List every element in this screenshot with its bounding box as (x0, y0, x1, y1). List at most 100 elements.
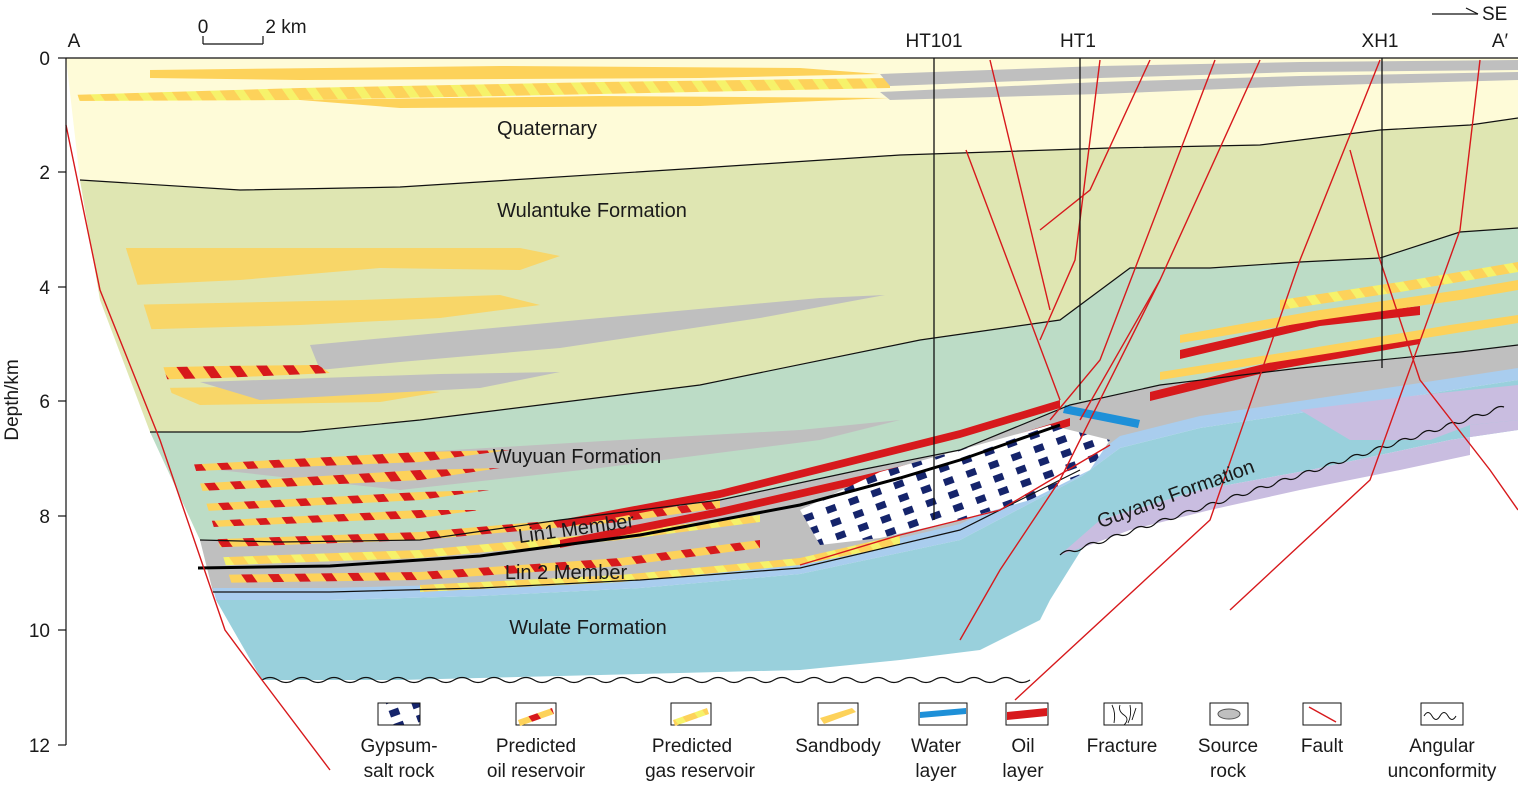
fault-line (959, 279, 1161, 641)
svg-text:Gypsum-: Gypsum- (360, 736, 437, 757)
direction-arrow-icon (1432, 7, 1479, 15)
predicted-oil-belt (188, 510, 480, 528)
profile-start-label: A (68, 31, 81, 52)
source-rock-icon (1217, 708, 1241, 720)
oil-layer-icon (1007, 708, 1047, 720)
fracture-icon (1111, 704, 1137, 726)
formation-label-wulantuke: Wulantuke Formation (497, 200, 687, 222)
sandbody (120, 295, 540, 330)
oil-layer (1150, 335, 1420, 401)
lin-base-band (213, 368, 1518, 600)
svg-text:Sandbody: Sandbody (795, 736, 881, 757)
quaternary-gas-band (70, 78, 890, 101)
sand-bodies (70, 60, 1518, 592)
oil-layer (560, 400, 1060, 528)
source-rock (310, 295, 885, 370)
faults (65, 59, 1518, 771)
gypsum-salt-icon (377, 702, 421, 726)
fault-line (1014, 59, 1381, 701)
scale-bar-icon (202, 36, 264, 45)
svg-text:layer: layer (915, 761, 957, 782)
fault-line (1039, 59, 1151, 231)
fault-line (1349, 149, 1518, 511)
predicted-oil-belt (182, 490, 490, 512)
formation-label-quaternary: Quaternary (497, 118, 597, 140)
fault-line (1039, 59, 1101, 341)
wells (933, 58, 1383, 520)
formation-label-wulate: Wulate Formation (509, 617, 666, 639)
predicted-gas-belt (1280, 262, 1518, 310)
profile-end-label: A′ (1492, 31, 1509, 52)
gypsum-salt-body (800, 425, 1110, 545)
lin-member-unit (200, 345, 1518, 592)
predicted-gas-belt (200, 515, 760, 566)
svg-text:layer: layer (1002, 761, 1044, 782)
predicted-oil-belt (176, 468, 500, 492)
svg-text:Source: Source (1198, 736, 1258, 757)
depth-tick-label: 0 (39, 49, 50, 70)
scale-length-label: 2 km (265, 17, 306, 38)
sandbody (1160, 315, 1518, 380)
quaternary-grey-band (880, 60, 1518, 86)
depth-axis-title: Depth/km (2, 359, 23, 440)
guyang-unit-right (1300, 385, 1518, 440)
svg-text:salt rock: salt rock (364, 761, 435, 782)
lin-member-boundary (197, 423, 1061, 570)
sandbody-icon (820, 708, 856, 724)
fault-icon (1308, 706, 1337, 723)
fault-line (1229, 59, 1481, 611)
quaternary-sand-lens (300, 96, 890, 108)
predicted-oil-belt (128, 365, 330, 380)
depth-tick-label: 2 (39, 163, 50, 184)
fault-line (965, 149, 1061, 401)
oil-layer (1180, 306, 1420, 359)
svg-text:unconformity: unconformity (1388, 761, 1497, 782)
quaternary-sand-lens (150, 66, 880, 80)
predicted-oil-belt (195, 500, 720, 548)
fault-line (989, 59, 1051, 311)
svg-text:Fracture: Fracture (1087, 736, 1158, 757)
angular-unconformity-line (261, 676, 1031, 684)
water-layer-icon (920, 708, 966, 718)
svg-text:gas reservoir: gas reservoir (645, 761, 755, 782)
svg-text:Oil: Oil (1011, 736, 1034, 757)
unconformity-icon (1423, 712, 1457, 720)
svg-text:rock: rock (1210, 761, 1246, 782)
depth-tick-label: 10 (29, 621, 50, 642)
svg-text:oil reservoir: oil reservoir (487, 761, 586, 782)
source-rock (200, 420, 900, 490)
formation-label-wuyuan: Wuyuan Formation (493, 446, 662, 468)
depth-tick-label: 12 (29, 736, 50, 757)
formation-boundaries (79, 117, 1518, 593)
depth-tick-label: 8 (39, 507, 50, 528)
predicted-oil-belt (205, 540, 760, 583)
well-label-ht101: HT101 (905, 31, 962, 52)
svg-text:Predicted: Predicted (496, 736, 576, 757)
svg-text:Water: Water (911, 736, 962, 757)
direction-label: SE (1482, 4, 1507, 25)
guyang-unit (1060, 420, 1518, 555)
formation-label-lin2: Lin 2 Member (505, 562, 628, 584)
depth-tick-label: 4 (39, 278, 50, 299)
predicted-oil-belt (166, 450, 510, 472)
legend: Gypsum- salt rock Predicted oil reservoi… (360, 702, 1497, 782)
water-layer (1063, 405, 1140, 428)
well-label-xh1: XH1 (1362, 31, 1399, 52)
fault-line (799, 444, 1111, 566)
depth-ticks (58, 57, 66, 746)
fault-line (1049, 59, 1216, 421)
svg-text:Predicted: Predicted (652, 736, 732, 757)
wulate-unit (216, 380, 1518, 680)
predicted-gas-icon (673, 708, 709, 726)
angular-unconformity-line (1059, 405, 1505, 556)
svg-text:Fault: Fault (1301, 736, 1344, 757)
sandbody (100, 248, 560, 286)
sandbody (1180, 280, 1518, 343)
oil-layer (560, 418, 1070, 548)
quaternary-grey-band (880, 72, 1518, 100)
predicted-oil-icon (518, 708, 554, 726)
depth-tick-label: 6 (39, 392, 50, 413)
fault-line (65, 124, 331, 771)
svg-text:Angular: Angular (1409, 736, 1475, 757)
